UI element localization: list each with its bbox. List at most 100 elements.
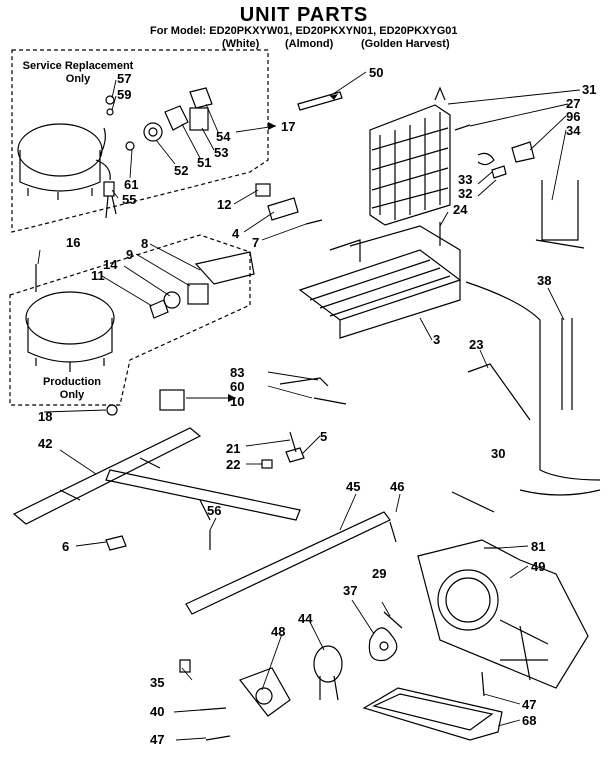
part-48 (239, 667, 291, 717)
part-29 (383, 611, 403, 629)
callout-35: 35 (150, 675, 165, 690)
production-box-label-1: Production (42, 376, 102, 388)
callout-6: 6 (62, 539, 70, 554)
part-46 (389, 521, 397, 543)
callout-17: 17 (281, 119, 296, 134)
compressor-service (17, 123, 111, 200)
part-52 (143, 122, 163, 142)
callout-48: 48 (271, 624, 286, 639)
callout-16: 16 (66, 235, 81, 250)
callout-59: 59 (117, 87, 132, 102)
callout-32: 32 (458, 186, 473, 201)
callout-38: 38 (537, 273, 552, 288)
part-68 (362, 687, 503, 741)
callout-47-left: 47 (150, 732, 165, 747)
callout-24: 24 (453, 202, 468, 217)
callout-21: 21 (226, 441, 241, 456)
callout-11: 11 (91, 268, 105, 283)
callout-49: 49 (531, 559, 546, 574)
part-12 (255, 183, 271, 197)
part-35 (179, 659, 191, 673)
callout-83: 83 (230, 365, 245, 380)
part-7 (305, 219, 323, 225)
callout-51: 51 (197, 155, 212, 170)
part-57 (105, 95, 115, 105)
callout-22: 22 (226, 457, 241, 472)
callout-55: 55 (122, 192, 137, 207)
callout-23: 23 (469, 337, 484, 352)
callout-37: 37 (343, 583, 358, 598)
variant-white: (White) (222, 38, 260, 50)
part-60 (313, 397, 347, 405)
service-box (11, 49, 269, 233)
part-50 (297, 91, 343, 111)
part-32 (491, 165, 507, 179)
evaporator-31 (369, 86, 451, 226)
condenser-3 (298, 225, 462, 339)
part-33 (477, 152, 495, 166)
part-47a (481, 671, 485, 697)
compressor-production (25, 291, 115, 372)
part-30 (451, 491, 495, 513)
callout-34: 34 (566, 123, 581, 138)
callout-44: 44 (298, 611, 313, 626)
part-21 (289, 431, 297, 453)
callout-9: 9 (126, 247, 134, 262)
callout-18: 18 (38, 409, 53, 424)
callout-52: 52 (174, 163, 189, 178)
callout-3: 3 (433, 332, 441, 347)
callout-40: 40 (150, 704, 165, 719)
fan-blade-37 (368, 627, 398, 662)
part-61 (125, 141, 135, 151)
callout-96: 96 (566, 109, 581, 124)
part-8 (194, 251, 255, 285)
variant-golden: (Golden Harvest) (361, 38, 450, 50)
part-59 (106, 108, 114, 116)
callout-81: 81 (531, 539, 546, 554)
part-55 (103, 181, 115, 197)
callout-29: 29 (372, 566, 387, 581)
production-box-label-2: Only (59, 389, 85, 401)
callout-68: 68 (522, 713, 537, 728)
part-54 (189, 87, 213, 109)
callout-10: 10 (230, 394, 245, 409)
service-box-label-1: Service Replacement (22, 60, 134, 72)
callout-57: 57 (117, 71, 132, 86)
callout-7: 7 (252, 235, 260, 250)
part-5 (285, 447, 305, 463)
part-11 (149, 299, 169, 319)
part-18 (106, 404, 118, 416)
production-box (9, 234, 251, 406)
callout-42: 42 (38, 436, 53, 451)
callout-8: 8 (141, 236, 149, 251)
callout-31: 31 (582, 82, 597, 97)
callout-47-right: 47 (522, 697, 537, 712)
part-38 (561, 318, 573, 410)
callout-60: 60 (230, 379, 245, 394)
part-40 (199, 707, 227, 711)
callout-54: 54 (216, 129, 231, 144)
callout-53: 53 (214, 145, 229, 160)
part-53 (189, 107, 209, 131)
part-27 (454, 124, 471, 131)
callout-45: 45 (346, 479, 361, 494)
part-22 (261, 459, 273, 469)
callout-12: 12 (217, 197, 232, 212)
service-box-label-2: Only (65, 73, 91, 85)
callout-61: 61 (124, 177, 139, 192)
part-96 (511, 141, 535, 163)
part-83 (279, 377, 329, 387)
callout-14: 14 (103, 257, 118, 272)
part-34 (541, 180, 579, 241)
callout-50: 50 (369, 65, 384, 80)
callout-4: 4 (232, 226, 240, 241)
part-6 (105, 535, 127, 551)
part-9 (187, 283, 209, 305)
callout-27: 27 (566, 96, 581, 111)
callout-33: 33 (458, 172, 473, 187)
callout-56: 56 (207, 503, 222, 518)
page-title: UNIT PARTS (239, 4, 369, 26)
part-14 (163, 291, 181, 309)
part-4 (267, 197, 299, 221)
